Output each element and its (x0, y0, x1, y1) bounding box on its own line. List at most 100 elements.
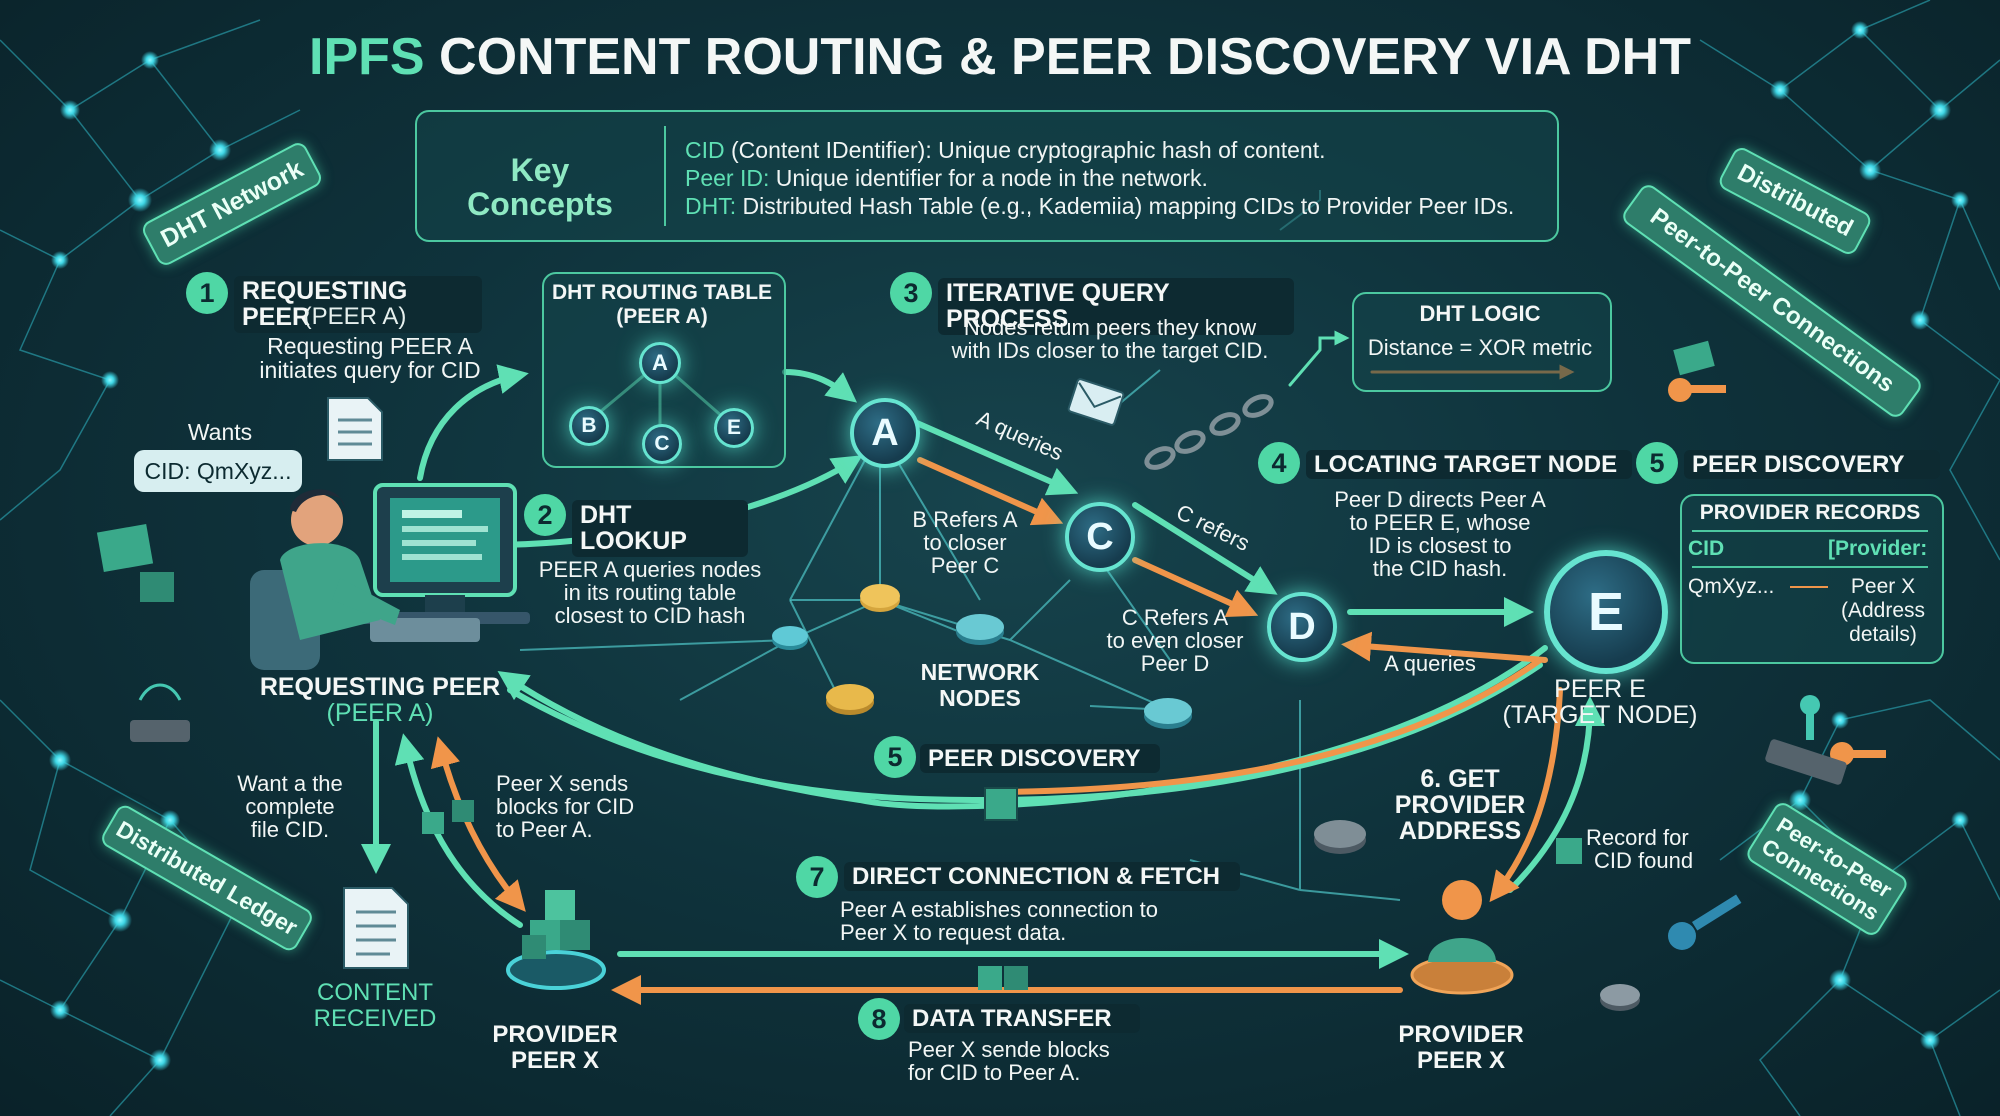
concept-cid: CID (Content IDentifier): Unique cryptog… (685, 136, 1514, 164)
step-8-desc-2: for CID to Peer A. (908, 1060, 1081, 1085)
network-nodes-label-2: NODES (939, 685, 1021, 711)
document-icon-top (327, 397, 383, 461)
step-2-number: 2 (524, 494, 566, 536)
provider-right-label-2: PEER X (1416, 1047, 1506, 1074)
step-4-desc-3: ID is closest to (1368, 533, 1512, 558)
page-title: IPFS CONTENT ROUTING & PEER DISCOVERY VI… (0, 30, 2000, 85)
provider-right-label-1: PROVIDER (1398, 1021, 1524, 1048)
requesting-peer-label: REQUESTING PEER (259, 673, 501, 701)
routing-node-b: B (569, 406, 609, 446)
step-1-desc-1: Requesting PEER A (267, 333, 473, 359)
requesting-peer-sublabel: (PEER A) (326, 699, 434, 727)
peer-x-sends-3: to Peer A. (496, 817, 593, 842)
arrow-b-refers-a (917, 457, 1064, 526)
step-7-number: 7 (796, 856, 838, 898)
record-found-2: CID found (1594, 848, 1694, 873)
step-5-number: 5 (1636, 442, 1678, 484)
label-b-refers-1: B Refers A (912, 507, 1018, 532)
label-c-refers-a-1: C Refers A (1121, 605, 1229, 630)
step-4-desc-2: to PEER E, whose (1349, 510, 1531, 535)
provider-left-label-1: PROVIDER (492, 1021, 618, 1048)
node-c: C (1065, 502, 1135, 572)
peer-x-sends-1: Peer X sends (496, 771, 629, 796)
step-7-desc-2: Peer X to request data. (840, 920, 1067, 945)
key-concepts-divider (664, 126, 666, 226)
step-4-number: 4 (1258, 442, 1300, 484)
dht-logic-panel (1352, 292, 1612, 392)
node-e: E (1544, 550, 1668, 674)
provider-records-cid-value: QmXyz... (1688, 575, 1775, 598)
concept-peer-id-term: Peer ID: (685, 165, 770, 191)
step-3-title: ITERATIVE QUERY PROCESS (938, 278, 1294, 335)
node-a: A (850, 398, 920, 468)
content-received-2: RECEIVED (313, 1005, 437, 1032)
step-5b-number: 5 (874, 736, 916, 778)
step-1-subtitle: (PEER A) (303, 303, 407, 330)
arrow-c-refers-a (1132, 557, 1259, 618)
step-2-desc-3: closest to CID hash (554, 603, 746, 628)
cid-speech-bubble: CID: QmXyz... (134, 450, 302, 492)
step-7-desc-1: Peer A establishes connection to (840, 897, 1158, 922)
key-concepts-heading: Key Concepts (467, 152, 613, 222)
step-2-desc-2: in its routing table (563, 580, 737, 605)
page-title-main: CONTENT ROUTING & PEER DISCOVERY VIA DHT (439, 28, 1691, 86)
page-title-ipfs: IPFS (309, 28, 425, 86)
step-3-number: 3 (890, 272, 932, 314)
data-block-icons (422, 787, 1582, 990)
arrow-a-queries-e (1341, 631, 1548, 663)
peer-e-sublabel: (TARGET NODE) (1502, 701, 1698, 729)
step-4-title: LOCATING TARGET NODE (1306, 450, 1632, 480)
node-d: D (1267, 592, 1337, 662)
dht-logic-title: DHT LOGIC (1419, 301, 1541, 326)
want-file-1: Want a the (237, 771, 343, 796)
want-file-3: file CID. (250, 817, 330, 842)
label-c-refers-a-2: to even closer (1106, 628, 1244, 653)
provider-peer-x-right-icon (1410, 880, 1514, 995)
arrow-provider-to-e (1507, 696, 1605, 893)
arrow-e-to-provider (1489, 687, 1563, 903)
step-4-desc-1: Peer D directs Peer A (1334, 487, 1546, 512)
dht-logic-desc: Distance = XOR metric (1367, 335, 1593, 360)
arrow-to-routing-table (417, 364, 529, 481)
decorative-key-icons (96, 340, 1886, 950)
step-8-number: 8 (858, 998, 900, 1040)
provider-left-label-2: PEER X (510, 1047, 600, 1074)
network-router-glyphs (772, 584, 1640, 1011)
step-2-desc-1: PEER A queries nodes (538, 557, 762, 582)
provider-records-provider-2: (Address (1840, 599, 1926, 622)
key-concepts-panel: Key Concepts CID (Content IDentifier): U… (415, 110, 1559, 242)
wants-label: Wants (187, 419, 253, 445)
provider-records-header-rule (1692, 530, 1928, 532)
step-7-title: DIRECT CONNECTION & FETCH (844, 862, 1240, 892)
provider-peer-x-left-icon (506, 890, 606, 990)
record-found-1: Record for (1586, 825, 1689, 850)
routing-node-a: A (639, 342, 681, 384)
arrow-peer-a-to-provider (430, 736, 526, 912)
arrow-a-queries-c (907, 417, 1079, 496)
label-b-refers-3: Peer C (930, 553, 1000, 578)
routing-table-title: DHT ROUTING TABLE (551, 281, 773, 304)
label-a-queries-e: A queries (1384, 651, 1476, 676)
provider-records-col-cid: CID (1688, 537, 1725, 560)
provider-records-provider-3: details) (1849, 623, 1917, 646)
peer-x-sends-2: blocks for CID (496, 794, 635, 819)
provider-records-col-rule (1692, 566, 1928, 568)
arrow-e-back-to-peer-a (497, 645, 1548, 810)
chain-link-icon (1144, 394, 1274, 470)
peer-e-label: PEER E (1554, 675, 1646, 703)
step-2-title: DHT LOOKUP (572, 500, 748, 557)
routing-node-e: E (714, 408, 754, 448)
content-received-1: CONTENT (317, 979, 433, 1006)
want-file-2: complete (245, 794, 335, 819)
document-icon-received (343, 887, 409, 969)
concept-cid-term: CID (685, 137, 725, 163)
routing-table-subtitle: (PEER A) (616, 305, 708, 328)
requesting-peer-workstation (250, 483, 530, 670)
arrow-c-refers-d (1132, 502, 1278, 595)
key-concepts-list: CID (Content IDentifier): Unique cryptog… (685, 136, 1514, 220)
concept-cid-def: (Content IDentifier): Unique cryptograph… (731, 137, 1326, 163)
arrow-routing-to-node-a (782, 369, 858, 403)
arrow-dht-logic (1288, 330, 1350, 387)
envelope-icon (1067, 378, 1125, 426)
